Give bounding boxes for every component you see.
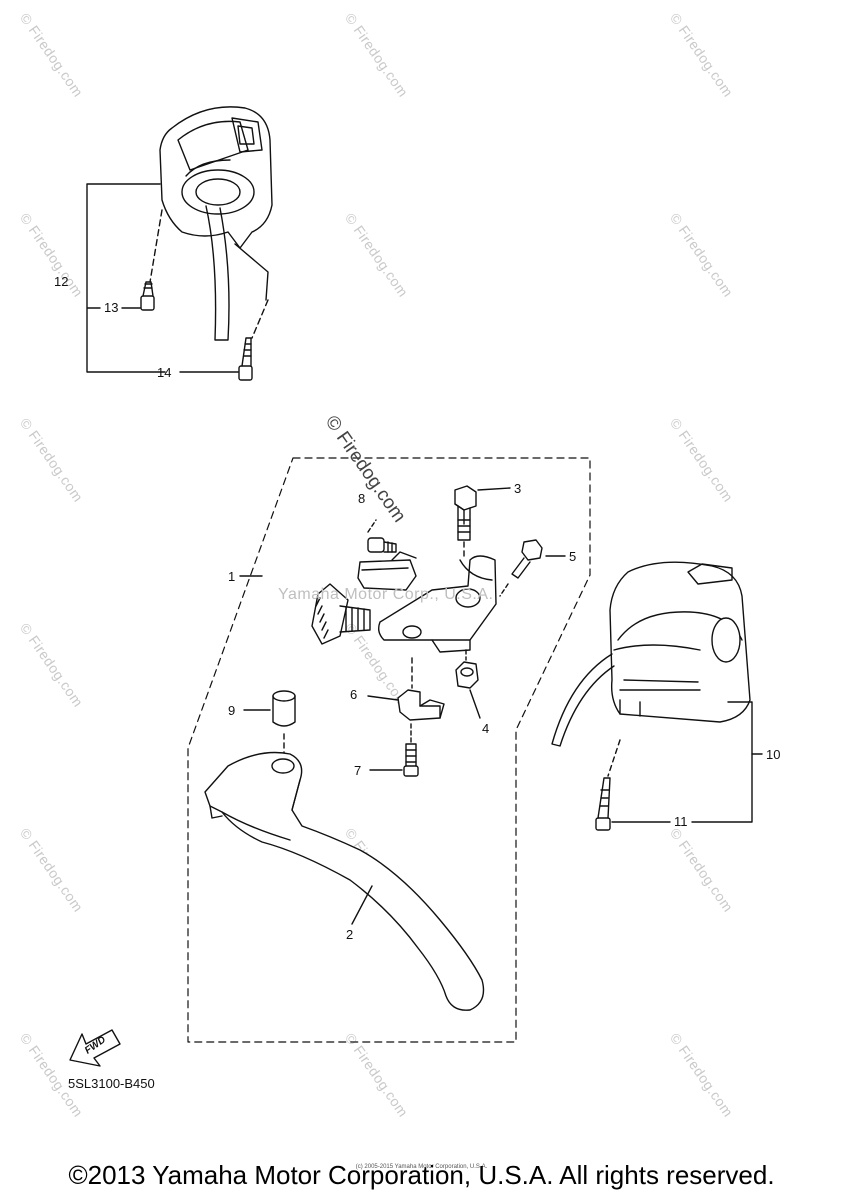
footer-copyright: ©2013 Yamaha Motor Corporation, U.S.A. A… (68, 1160, 775, 1190)
screw-7 (403, 723, 419, 777)
callout-9: 9 (228, 703, 236, 718)
left-handlebar-switch (159, 106, 273, 341)
callout-10: 10 (766, 747, 781, 762)
leader-2 (351, 885, 373, 925)
callout-7: 7 (354, 763, 362, 778)
adjuster-knob (311, 583, 371, 645)
callout-8: 8 (358, 491, 366, 506)
bracket-10 (611, 701, 753, 823)
leader-6 (367, 695, 399, 701)
switch-screw-13 (140, 281, 155, 311)
callout-12: 12 (54, 274, 69, 289)
lever-holder (357, 551, 497, 653)
screw-8 (367, 519, 397, 553)
callout-14: 14 (157, 365, 172, 380)
brake-switch-6 (397, 657, 445, 721)
callout-2: 2 (346, 927, 354, 942)
callout-1: 1 (228, 569, 236, 584)
callout-6: 6 (350, 687, 358, 702)
tiny-copyright: (c) 2005-2015 Yamaha Motor Corporation, … (355, 1164, 488, 1170)
callout-5: 5 (569, 549, 577, 564)
diagram-code: 5SL3100-B450 (68, 1076, 155, 1091)
callout-11: 11 (674, 814, 688, 829)
center-lines (149, 209, 269, 339)
callout-13: 13 (104, 300, 119, 315)
yamaha-watermark: Yamaha Motor Corp., U.S.A. (278, 586, 494, 603)
switch-screw-14 (238, 337, 253, 381)
fwd-arrow (69, 1029, 121, 1067)
right-handlebar-switch (551, 561, 751, 747)
bushing-9 (272, 690, 296, 757)
brake-lever-2 (204, 751, 485, 1011)
leader-lines (121, 307, 239, 373)
bracket-12 (86, 183, 166, 373)
bolt-3 (454, 485, 477, 561)
callout-3: 3 (514, 481, 522, 496)
assembly-1-boundary (187, 457, 591, 1043)
leader-3 (477, 487, 511, 491)
bolt-5 (499, 539, 543, 597)
callout-4: 4 (482, 721, 490, 736)
switch-screw-11 (595, 739, 621, 831)
nut-4 (455, 649, 481, 719)
